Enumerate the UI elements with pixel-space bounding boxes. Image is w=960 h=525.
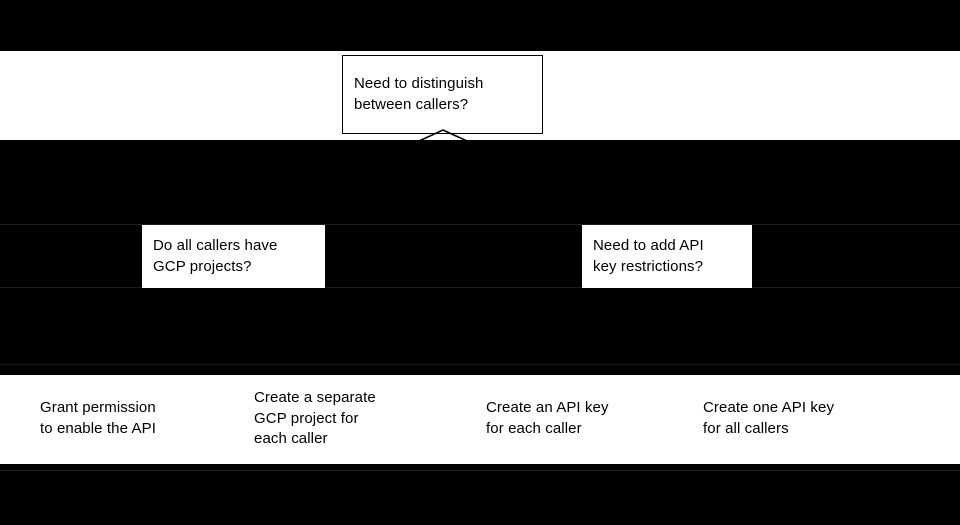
node-api-key-all-callers-outcome[interactable]: Create one API key for all callers [694, 375, 887, 463]
separator-line-lower [0, 364, 960, 365]
node-separate-gcp-project-outcome[interactable]: Create a separate GCP project for each c… [245, 375, 424, 463]
node-api-key-each-caller-outcome[interactable]: Create an API key for each caller [478, 375, 657, 463]
separator-line-middle [0, 287, 960, 288]
separator-line-bottom [0, 470, 960, 471]
node-api-key-restrictions-decision[interactable]: Need to add API key restrictions? [582, 225, 752, 288]
node-root-decision[interactable]: Need to distinguish between callers? [342, 55, 543, 134]
node-grant-permission-outcome[interactable]: Grant permission to enable the API [30, 375, 200, 463]
separator-line-upper [0, 224, 960, 225]
chevron-up-connector-icon [418, 128, 468, 142]
node-gcp-projects-decision[interactable]: Do all callers have GCP projects? [142, 225, 325, 288]
